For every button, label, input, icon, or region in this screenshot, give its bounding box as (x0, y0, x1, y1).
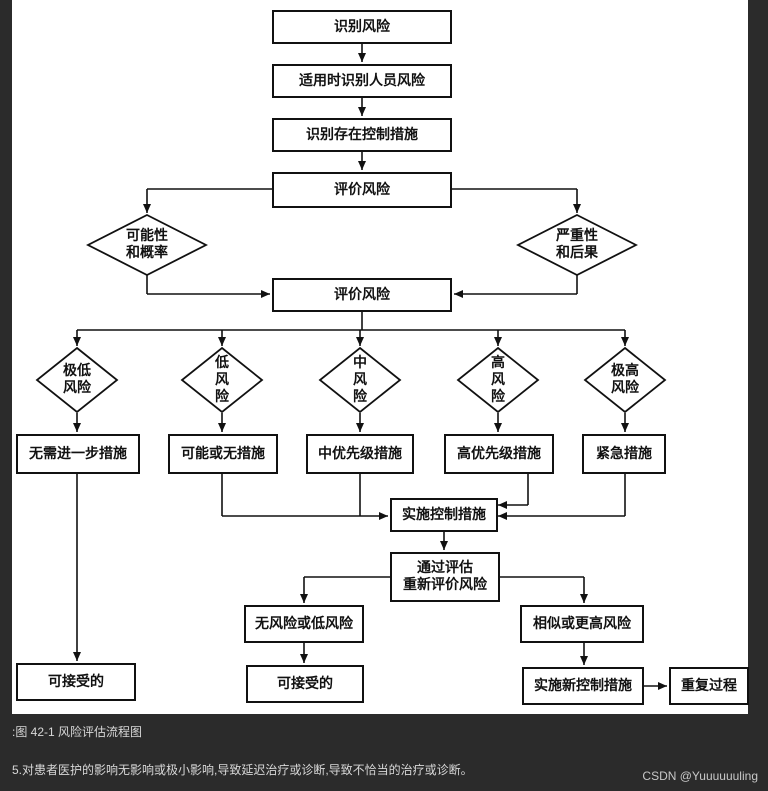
box-identify-existing-controls: 识别存在控制措施 (272, 118, 452, 152)
box-identify-personnel-risk: 适用时识别人员风险 (272, 64, 452, 98)
box-repeat-process: 重复过程 (669, 667, 749, 705)
box-high-priority-action: 高优先级措施 (444, 434, 554, 474)
decision-severity-label: 严重性 和后果 (556, 228, 598, 261)
box-implement-controls: 实施控制措施 (390, 498, 498, 532)
decision-very-low-risk-diamond (35, 346, 119, 414)
body-text: 5.对患者医护的影响无影响或极小影响,导致延迟治疗或诊断,导致不恰当的治疗或诊断… (12, 763, 473, 777)
decision-high-risk-diamond (456, 346, 540, 414)
box-acceptable-2: 可接受的 (246, 665, 364, 703)
figure-caption: :图 42-1 风险评估流程图 (12, 725, 143, 739)
decision-likelihood-label: 可能性 和概率 (126, 228, 168, 261)
box-reassess-risk: 通过评估 重新评价风险 (390, 552, 500, 602)
decision-low-risk-diamond (180, 346, 264, 414)
box-evaluate-risk-1: 评价风险 (272, 172, 452, 208)
decision-medium-risk-diamond (318, 346, 402, 414)
flowchart-connectors (35, 44, 667, 690)
decision-severity-diamond (516, 213, 638, 277)
decision-very-high-risk-label: 极高 风险 (611, 363, 639, 396)
decision-likelihood-diamond (86, 213, 208, 277)
box-implement-new-controls: 实施新控制措施 (522, 667, 644, 705)
decision-very-high-risk-diamond (583, 346, 667, 414)
box-identify-risk: 识别风险 (272, 10, 452, 44)
box-no-further-action: 无需进一步措施 (16, 434, 140, 474)
watermark: CSDN @Yuuuuuuling (642, 769, 758, 783)
decision-low-risk-label: 低 风 险 (215, 354, 229, 405)
box-similar-or-higher-risk: 相似或更高风险 (520, 605, 644, 643)
box-evaluate-risk-2: 评价风险 (272, 278, 452, 312)
box-possible-or-no-action: 可能或无措施 (168, 434, 278, 474)
decision-high-risk-label: 高 风 险 (491, 354, 505, 405)
box-no-or-low-risk: 无风险或低风险 (244, 605, 364, 643)
decision-medium-risk-label: 中 风 险 (353, 354, 367, 405)
risk-assessment-flowchart: 识别风险 适用时识别人员风险 识别存在控制措施 评价风险 评价风险 无需进一步措… (12, 0, 749, 714)
box-urgent-action: 紧急措施 (582, 434, 666, 474)
box-acceptable-1: 可接受的 (16, 663, 136, 701)
box-medium-priority-action: 中优先级措施 (306, 434, 414, 474)
decision-very-low-risk-label: 极低 风险 (63, 363, 91, 396)
